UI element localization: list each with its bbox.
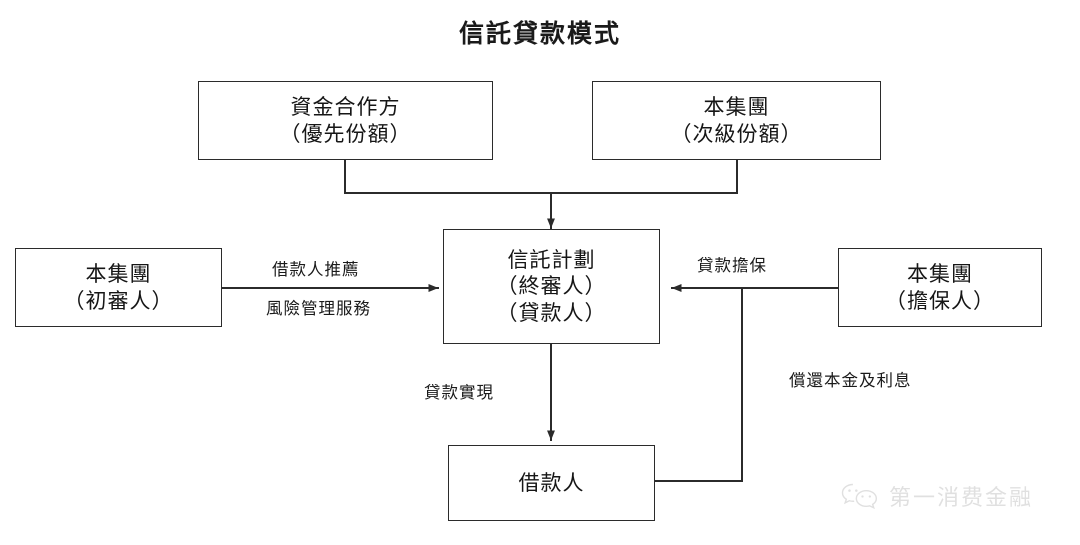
- node-trust-plan-line-2: （終審人）: [496, 274, 607, 299]
- page-title: 信託貸款模式: [458, 19, 621, 48]
- node-trust-plan-line-1: 信託計劃: [507, 247, 596, 272]
- edge-label-loan-guarantee: 貸款擔保: [697, 256, 767, 275]
- node-group-initial-reviewer-line-2: （初審人）: [63, 288, 174, 313]
- edge-label-borrower-referral: 借款人推薦: [272, 260, 360, 279]
- node-group-initial-reviewer-line-1: 本集團: [85, 262, 152, 287]
- watermark: 第一消费金融: [840, 480, 1033, 512]
- node-group-initial-reviewer[interactable]: 本集團 （初審人）: [15, 248, 222, 327]
- edge-label-loan-disbursement: 貸款實現: [424, 383, 494, 402]
- node-funding-partner-line-1: 資金合作方: [290, 95, 401, 120]
- connector-borrower-to-trust-plan-repayment: [654, 287, 743, 482]
- node-group-guarantor-line-2: （擔保人）: [885, 288, 995, 313]
- node-trust-plan[interactable]: 信託計劃 （終審人） （貸款人）: [443, 229, 660, 344]
- wechat-icon: [841, 483, 878, 510]
- node-funding-partner-line-2: （優先份額）: [279, 121, 412, 146]
- node-trust-plan-line-3: （貸款人）: [496, 300, 607, 325]
- watermark-text: 第一消费金融: [889, 486, 1034, 511]
- node-group-guarantor-line-1: 本集團: [907, 262, 973, 287]
- edge-label-risk-management-service: 風險管理服務: [266, 299, 371, 318]
- edge-label-repay-principal-interest: 償還本金及利息: [789, 371, 912, 390]
- node-group-subordinate-line-1: 本集團: [703, 95, 770, 120]
- node-group-subordinate-line-2: （次級份額）: [670, 121, 803, 146]
- node-borrower-line-1: 借款人: [518, 470, 585, 495]
- node-funding-partner[interactable]: 資金合作方 （優先份額）: [198, 81, 493, 160]
- node-borrower[interactable]: 借款人: [448, 445, 655, 521]
- node-group-subordinate[interactable]: 本集團 （次級份額）: [592, 81, 881, 160]
- node-group-guarantor[interactable]: 本集團 （擔保人）: [838, 248, 1042, 327]
